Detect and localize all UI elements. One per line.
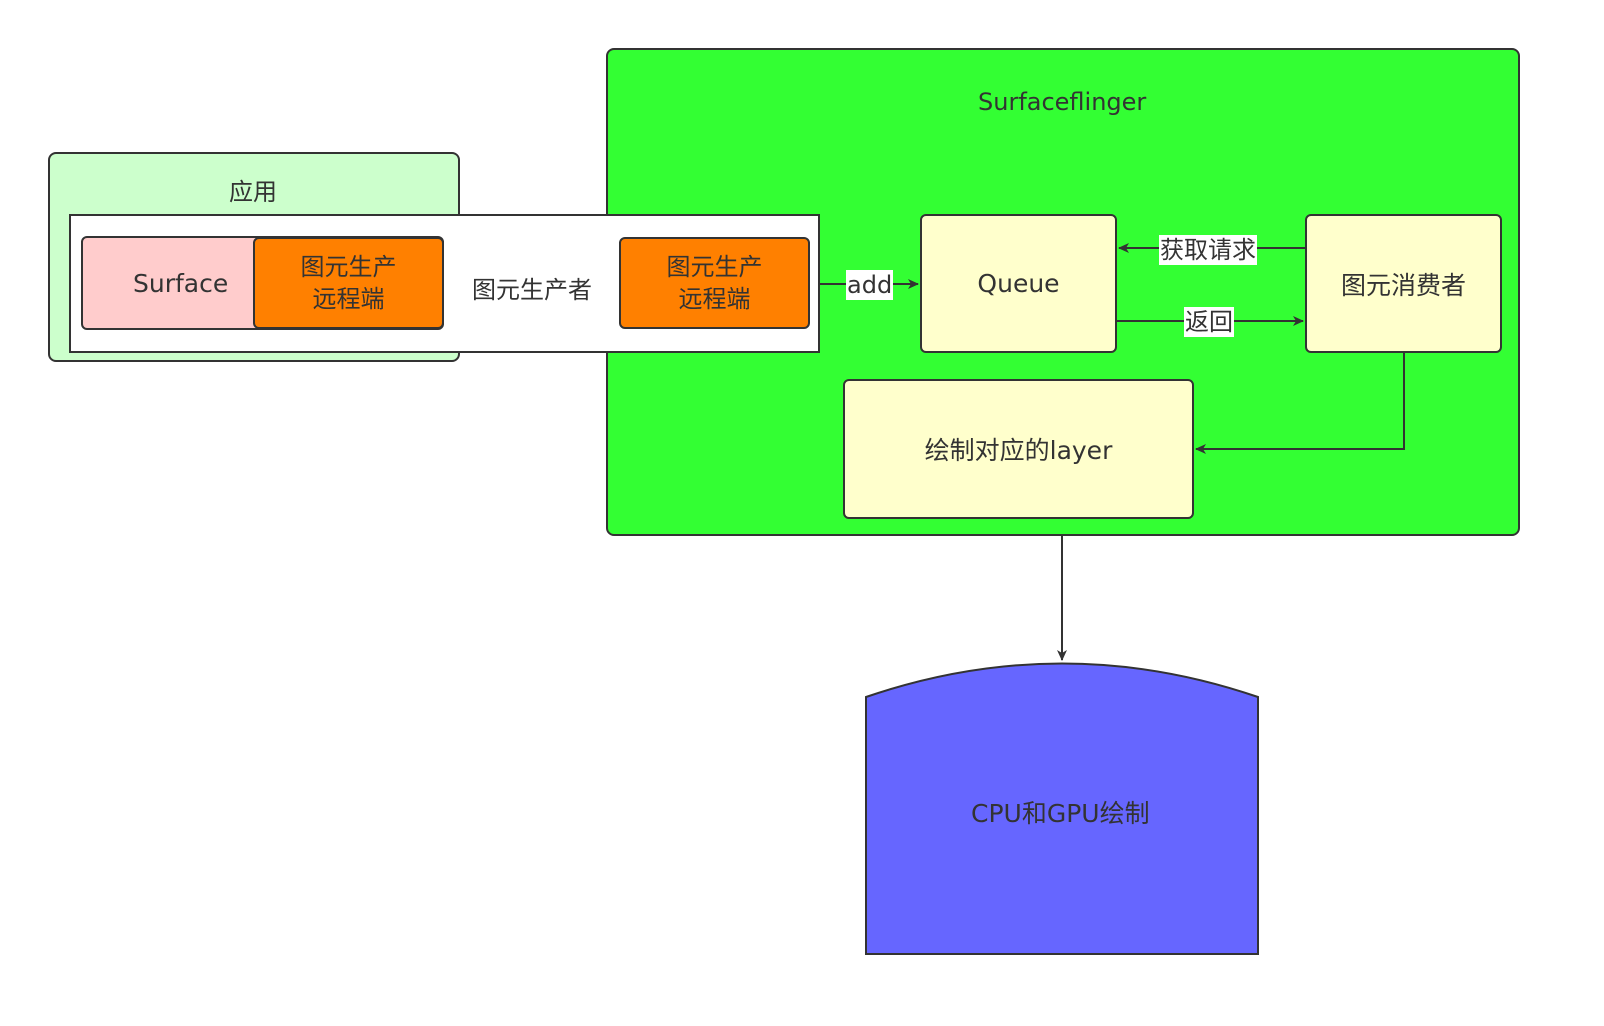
producer-container-label: 图元生产者 <box>472 276 592 304</box>
edge-acquire-request-label: 获取请求 <box>1159 235 1257 265</box>
app-group-label: 应用 <box>229 178 277 206</box>
producer-remote-right: 图元生产 远程端 <box>619 237 810 329</box>
producer-remote-left: 图元生产 远程端 <box>253 237 444 329</box>
edge-return-label: 返回 <box>1184 307 1234 337</box>
producer-remote-right-line1: 图元生产 <box>666 253 763 281</box>
cpu-gpu-shape <box>865 662 1259 955</box>
draw-layer-label: 绘制对应的layer <box>924 436 1113 465</box>
consumer-node: 图元消费者 <box>1305 214 1502 353</box>
consumer-label: 图元消费者 <box>1340 270 1466 300</box>
queue-label: Queue <box>977 269 1060 298</box>
producer-remote-left-line1: 图元生产 <box>300 253 397 281</box>
draw-layer-node: 绘制对应的layer <box>843 379 1194 519</box>
surfaceflinger-label: Surfaceflinger <box>978 88 1147 116</box>
queue-node: Queue <box>920 214 1117 353</box>
producer-remote-right-line2: 远程端 <box>678 285 751 313</box>
edge-consumer-to-layer <box>1195 353 1405 454</box>
cpu-gpu-label: CPU和GPU绘制 <box>971 799 1150 828</box>
surface-label: Surface <box>133 268 229 298</box>
producer-remote-left-line2: 远程端 <box>312 285 385 313</box>
edge-add-label: add <box>846 270 894 300</box>
